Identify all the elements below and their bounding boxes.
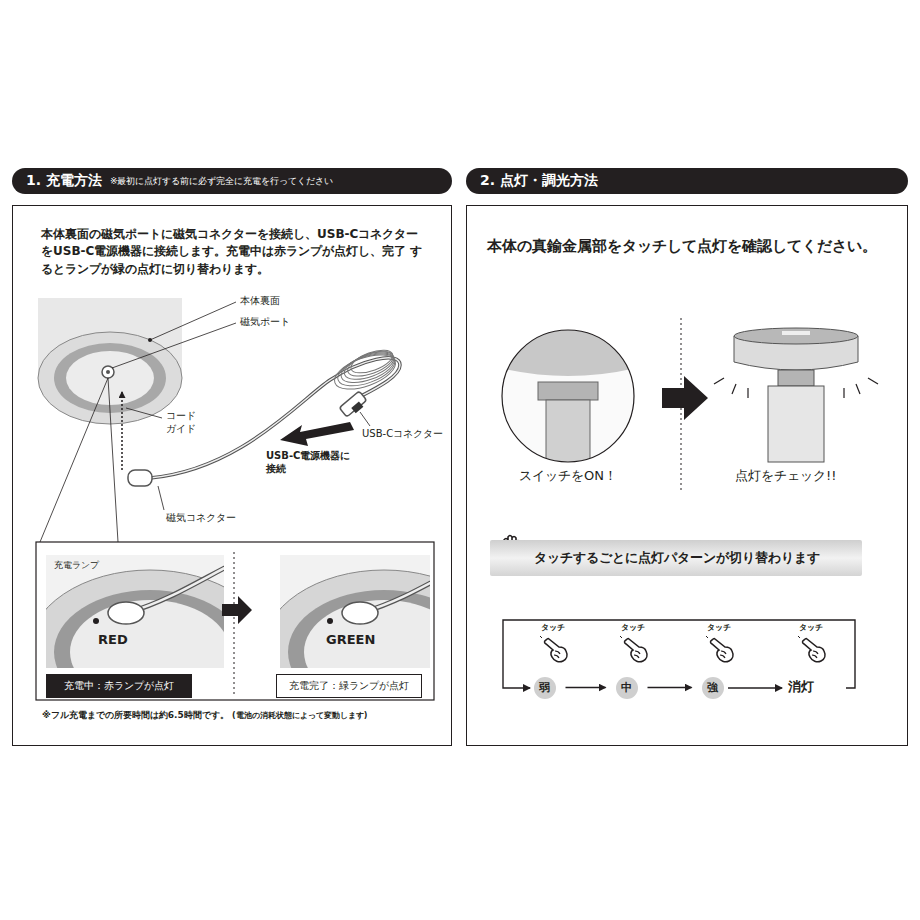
touch-hands bbox=[538, 634, 825, 662]
part-label: 充電ランプ bbox=[54, 560, 99, 571]
cable-coil bbox=[344, 346, 396, 381]
instruction-text: 本体裏面の磁気ポートに磁気コネクターを接続し、USB-Cコネクター をUSB-C… bbox=[41, 226, 433, 278]
part-label: GREEN bbox=[326, 632, 375, 648]
status-box: 充電中：赤ランプが点灯 bbox=[46, 674, 192, 698]
instruction-text: 本体の真鍮金属部をタッチして点灯を確認してください。 bbox=[487, 236, 899, 258]
step-arrow bbox=[222, 596, 252, 624]
section-header: 2. 点灯・調光方法 bbox=[466, 168, 908, 194]
section-header: 1. 充電方法 ※最初に点灯する前に必ず完全に充電を行ってください bbox=[12, 168, 452, 194]
step-arrow bbox=[662, 376, 708, 420]
status-box: 充電完了：緑ランプが点灯 bbox=[276, 674, 422, 698]
part-label: USB-Cコネクター bbox=[362, 428, 443, 441]
node-text: 充電中：赤ランプが点灯 bbox=[64, 679, 174, 693]
level-circle: 中 bbox=[616, 677, 638, 699]
node-text: 充電完了：緑ランプが点灯 bbox=[289, 679, 409, 693]
part-label: (電池の消耗状態によって変動します) bbox=[232, 711, 367, 721]
part-label: RED bbox=[98, 632, 128, 648]
part-label: USB-C電源機器に 接続 bbox=[266, 450, 370, 475]
direction-arrow bbox=[280, 422, 354, 446]
part-label: タッチ bbox=[621, 623, 645, 633]
node-text: 1. 充電方法 bbox=[26, 172, 102, 190]
part-label: 点灯をチェック!! bbox=[735, 468, 836, 484]
node-text: 2. 点灯・調光方法 bbox=[480, 172, 598, 190]
node-text: 強 bbox=[707, 680, 718, 695]
part-label: 磁気ポート bbox=[240, 316, 290, 329]
level-circle: 強 bbox=[702, 677, 724, 699]
sequence-arrow bbox=[648, 687, 692, 689]
part-label: 本体裏面 bbox=[240, 295, 280, 308]
step-arrow bbox=[728, 687, 782, 689]
node-text: 中 bbox=[621, 680, 632, 695]
section-panel: 本体裏面の磁気ポートに磁気コネクターを接続し、USB-Cコネクター をUSB-C… bbox=[12, 205, 452, 746]
part-label: タッチ bbox=[707, 623, 731, 633]
insert-arrow bbox=[121, 392, 123, 470]
cable-coil bbox=[341, 346, 397, 384]
part-label: タッチ bbox=[541, 623, 565, 633]
part-label: ※フル充電までの所要時間は約6.5時間です。 bbox=[42, 710, 229, 721]
node-text: ※最初に点灯する前に必ず完全に充電を行ってください bbox=[110, 175, 334, 188]
cable bbox=[128, 346, 400, 486]
part-label: 磁気コネクター bbox=[166, 512, 236, 525]
divider bbox=[234, 552, 235, 696]
part-label: タッチ bbox=[799, 623, 823, 633]
cable-coil bbox=[348, 346, 396, 378]
cycle-bracket bbox=[503, 620, 855, 688]
part-label: 消灯 bbox=[788, 679, 814, 695]
zoom-image-green bbox=[280, 555, 430, 668]
lamp-lit bbox=[714, 328, 878, 462]
node-text: 弱 bbox=[539, 680, 550, 695]
brass-closeup bbox=[500, 328, 636, 470]
touch-banner: タッチするごとに点灯パターンが切り替わります bbox=[490, 540, 862, 576]
node-text: タッチするごとに点灯パターンが切り替わります bbox=[534, 549, 820, 567]
part-label: コード ガイド bbox=[166, 410, 208, 435]
part-label: スイッチをON！ bbox=[519, 468, 617, 484]
sequence-arrow bbox=[566, 687, 606, 689]
zoom-image-red bbox=[46, 555, 224, 668]
level-circle: 弱 bbox=[534, 677, 556, 699]
zoom-lines bbox=[40, 378, 118, 542]
